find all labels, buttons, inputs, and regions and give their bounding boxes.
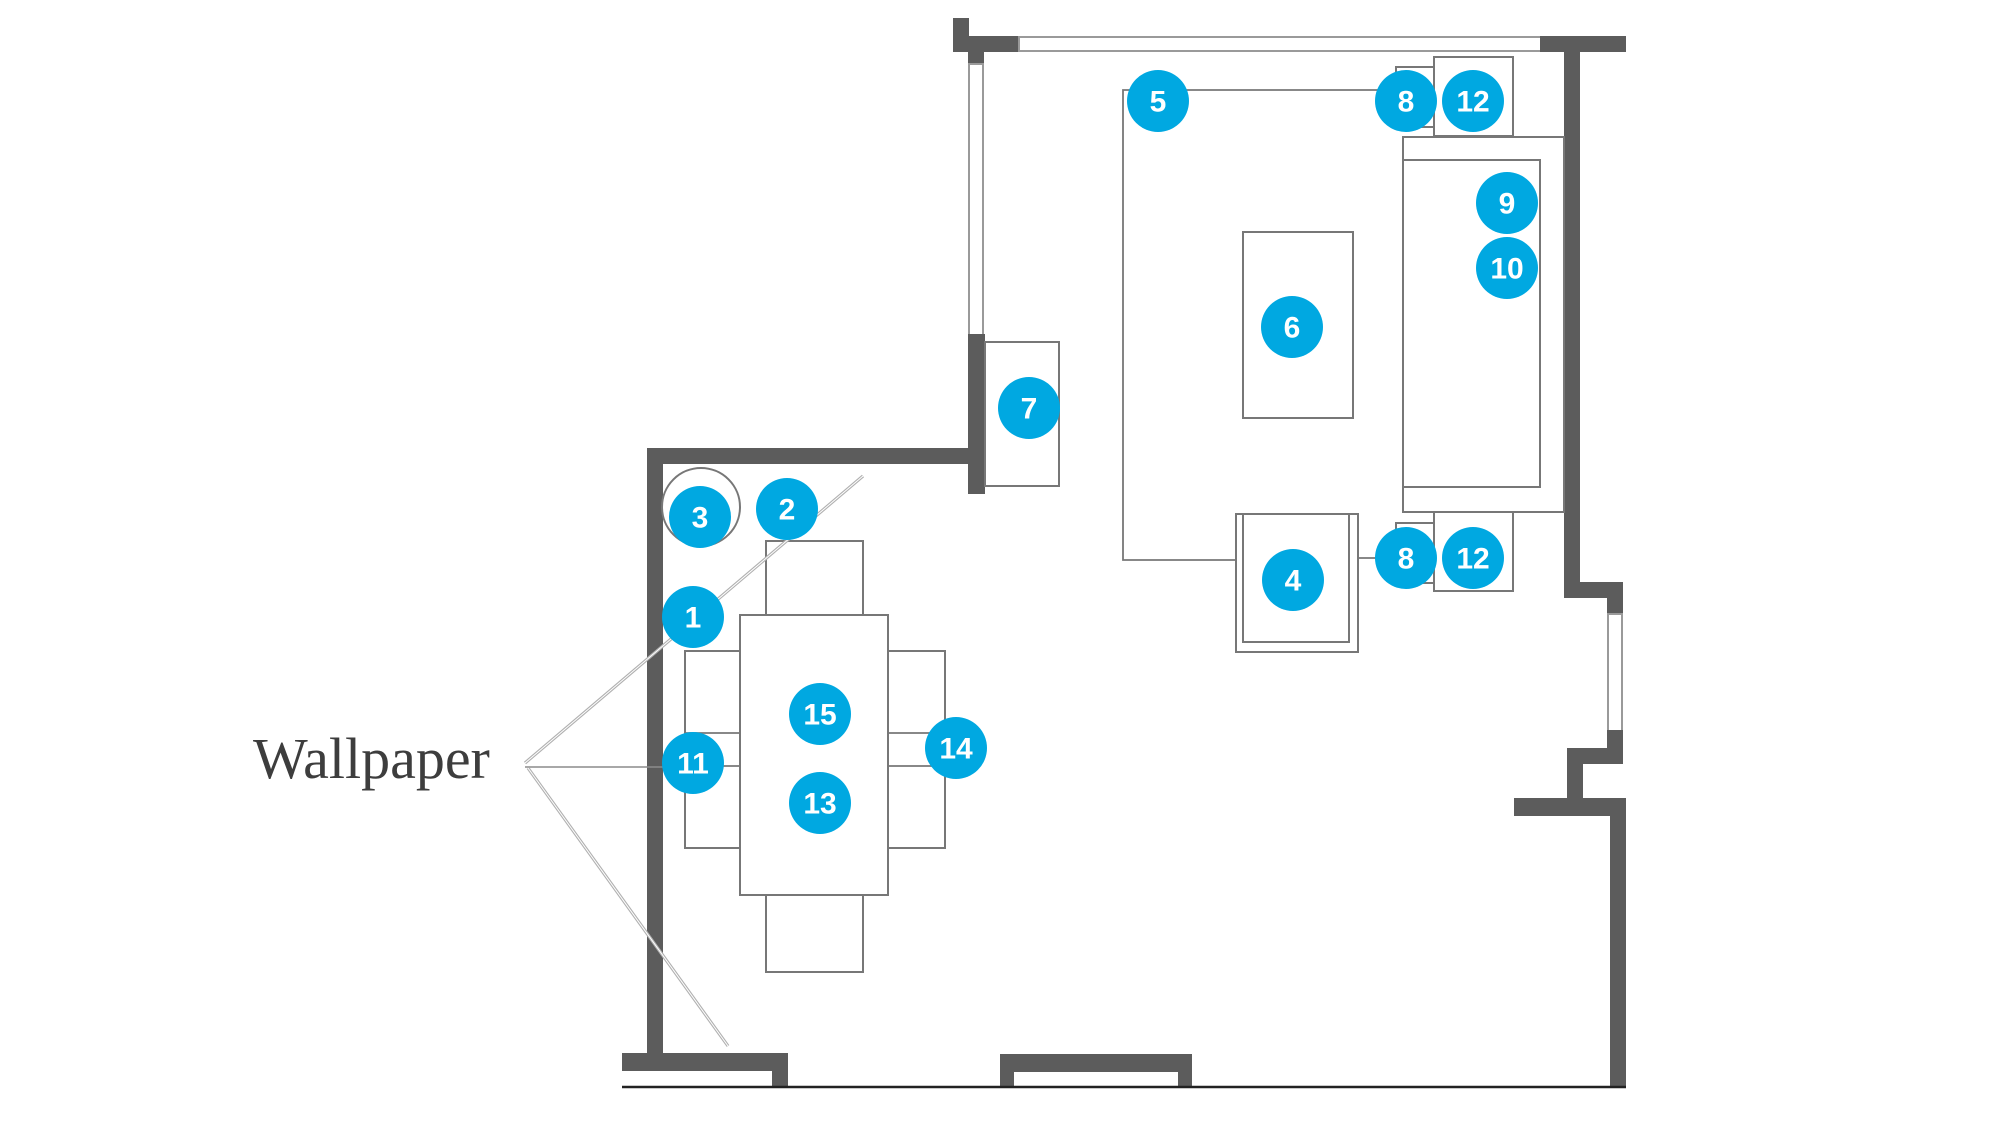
wall-bottom-door-right-jamb [1178,1054,1192,1087]
marker-circle [789,683,851,745]
dining-top-wall [647,448,984,464]
marker-11: 11 [662,732,724,794]
marker-circle [1442,70,1504,132]
marker-number: 7 [1021,393,1038,426]
wall-right-stub [1514,798,1626,816]
wall-right-jog-stem [1567,748,1583,810]
marker-9: 9 [1476,172,1538,234]
wall-top-right-corner [1540,36,1626,52]
marker-circle [1375,70,1437,132]
marker-13: 13 [789,772,851,834]
window-left [968,63,984,337]
marker-number: 12 [1456,86,1489,119]
marker-8b: 8 [1375,527,1437,589]
marker-circle [1127,70,1189,132]
wallpaper-label: Wallpaper [253,726,490,791]
rug [1122,89,1400,561]
marker-number: 6 [1284,312,1301,345]
marker-circle [756,478,818,540]
wall-living-left-top [968,44,984,66]
marker-3: 3 [669,486,731,548]
dining-left-wall [647,448,663,1070]
marker-number: 3 [692,502,709,535]
marker-circle [998,377,1060,439]
wall-right-upper [1564,36,1580,596]
marker-circle [662,732,724,794]
wall-bottom-door-left-jamb [1000,1054,1014,1087]
marker-8a: 8 [1375,70,1437,132]
marker-12b: 12 [1442,527,1504,589]
marker-4: 4 [1262,549,1324,611]
marker-number: 15 [803,699,836,732]
marker-2: 2 [756,478,818,540]
dining-table [739,614,889,896]
marker-number: 2 [779,494,796,527]
window-top [1018,36,1542,52]
marker-number: 12 [1456,543,1489,576]
wall-right-lower [1610,800,1626,1087]
wall-right-jog-side-top [1607,582,1623,616]
marker-number: 9 [1499,188,1516,221]
dining-chair-top [765,540,864,622]
marker-number: 1 [685,602,702,635]
wall-bottom-left-jamb [772,1053,788,1087]
window-right [1607,613,1623,733]
marker-1: 1 [662,586,724,648]
wall-top-left-corner [953,36,1020,52]
marker-circle [1476,237,1538,299]
marker-circle [1375,527,1437,589]
marker-7: 7 [998,377,1060,439]
marker-circle [1262,549,1324,611]
wall-living-left-lower [968,334,985,494]
marker-number: 13 [803,788,836,821]
dining-chair-bottom [765,891,864,973]
marker-number: 10 [1490,253,1523,286]
marker-12a: 12 [1442,70,1504,132]
marker-circle [1261,296,1323,358]
marker-5: 5 [1127,70,1189,132]
marker-14: 14 [925,717,987,779]
wall-bottom-door-head [1000,1054,1192,1072]
marker-circle [1442,527,1504,589]
marker-10: 10 [1476,237,1538,299]
marker-number: 14 [939,733,973,766]
marker-circle [669,486,731,548]
marker-circle [1476,172,1538,234]
marker-number: 11 [677,748,709,781]
walls [622,18,1626,1089]
dining-bottom-wall [622,1053,788,1071]
marker-number: 5 [1150,86,1167,119]
marker-number: 4 [1285,565,1302,598]
marker-circle [789,772,851,834]
marker-circle [662,586,724,648]
marker-15: 15 [789,683,851,745]
marker-circle [925,717,987,779]
marker-6: 6 [1261,296,1323,358]
marker-number: 8 [1398,543,1415,576]
marker-number: 8 [1398,86,1415,119]
